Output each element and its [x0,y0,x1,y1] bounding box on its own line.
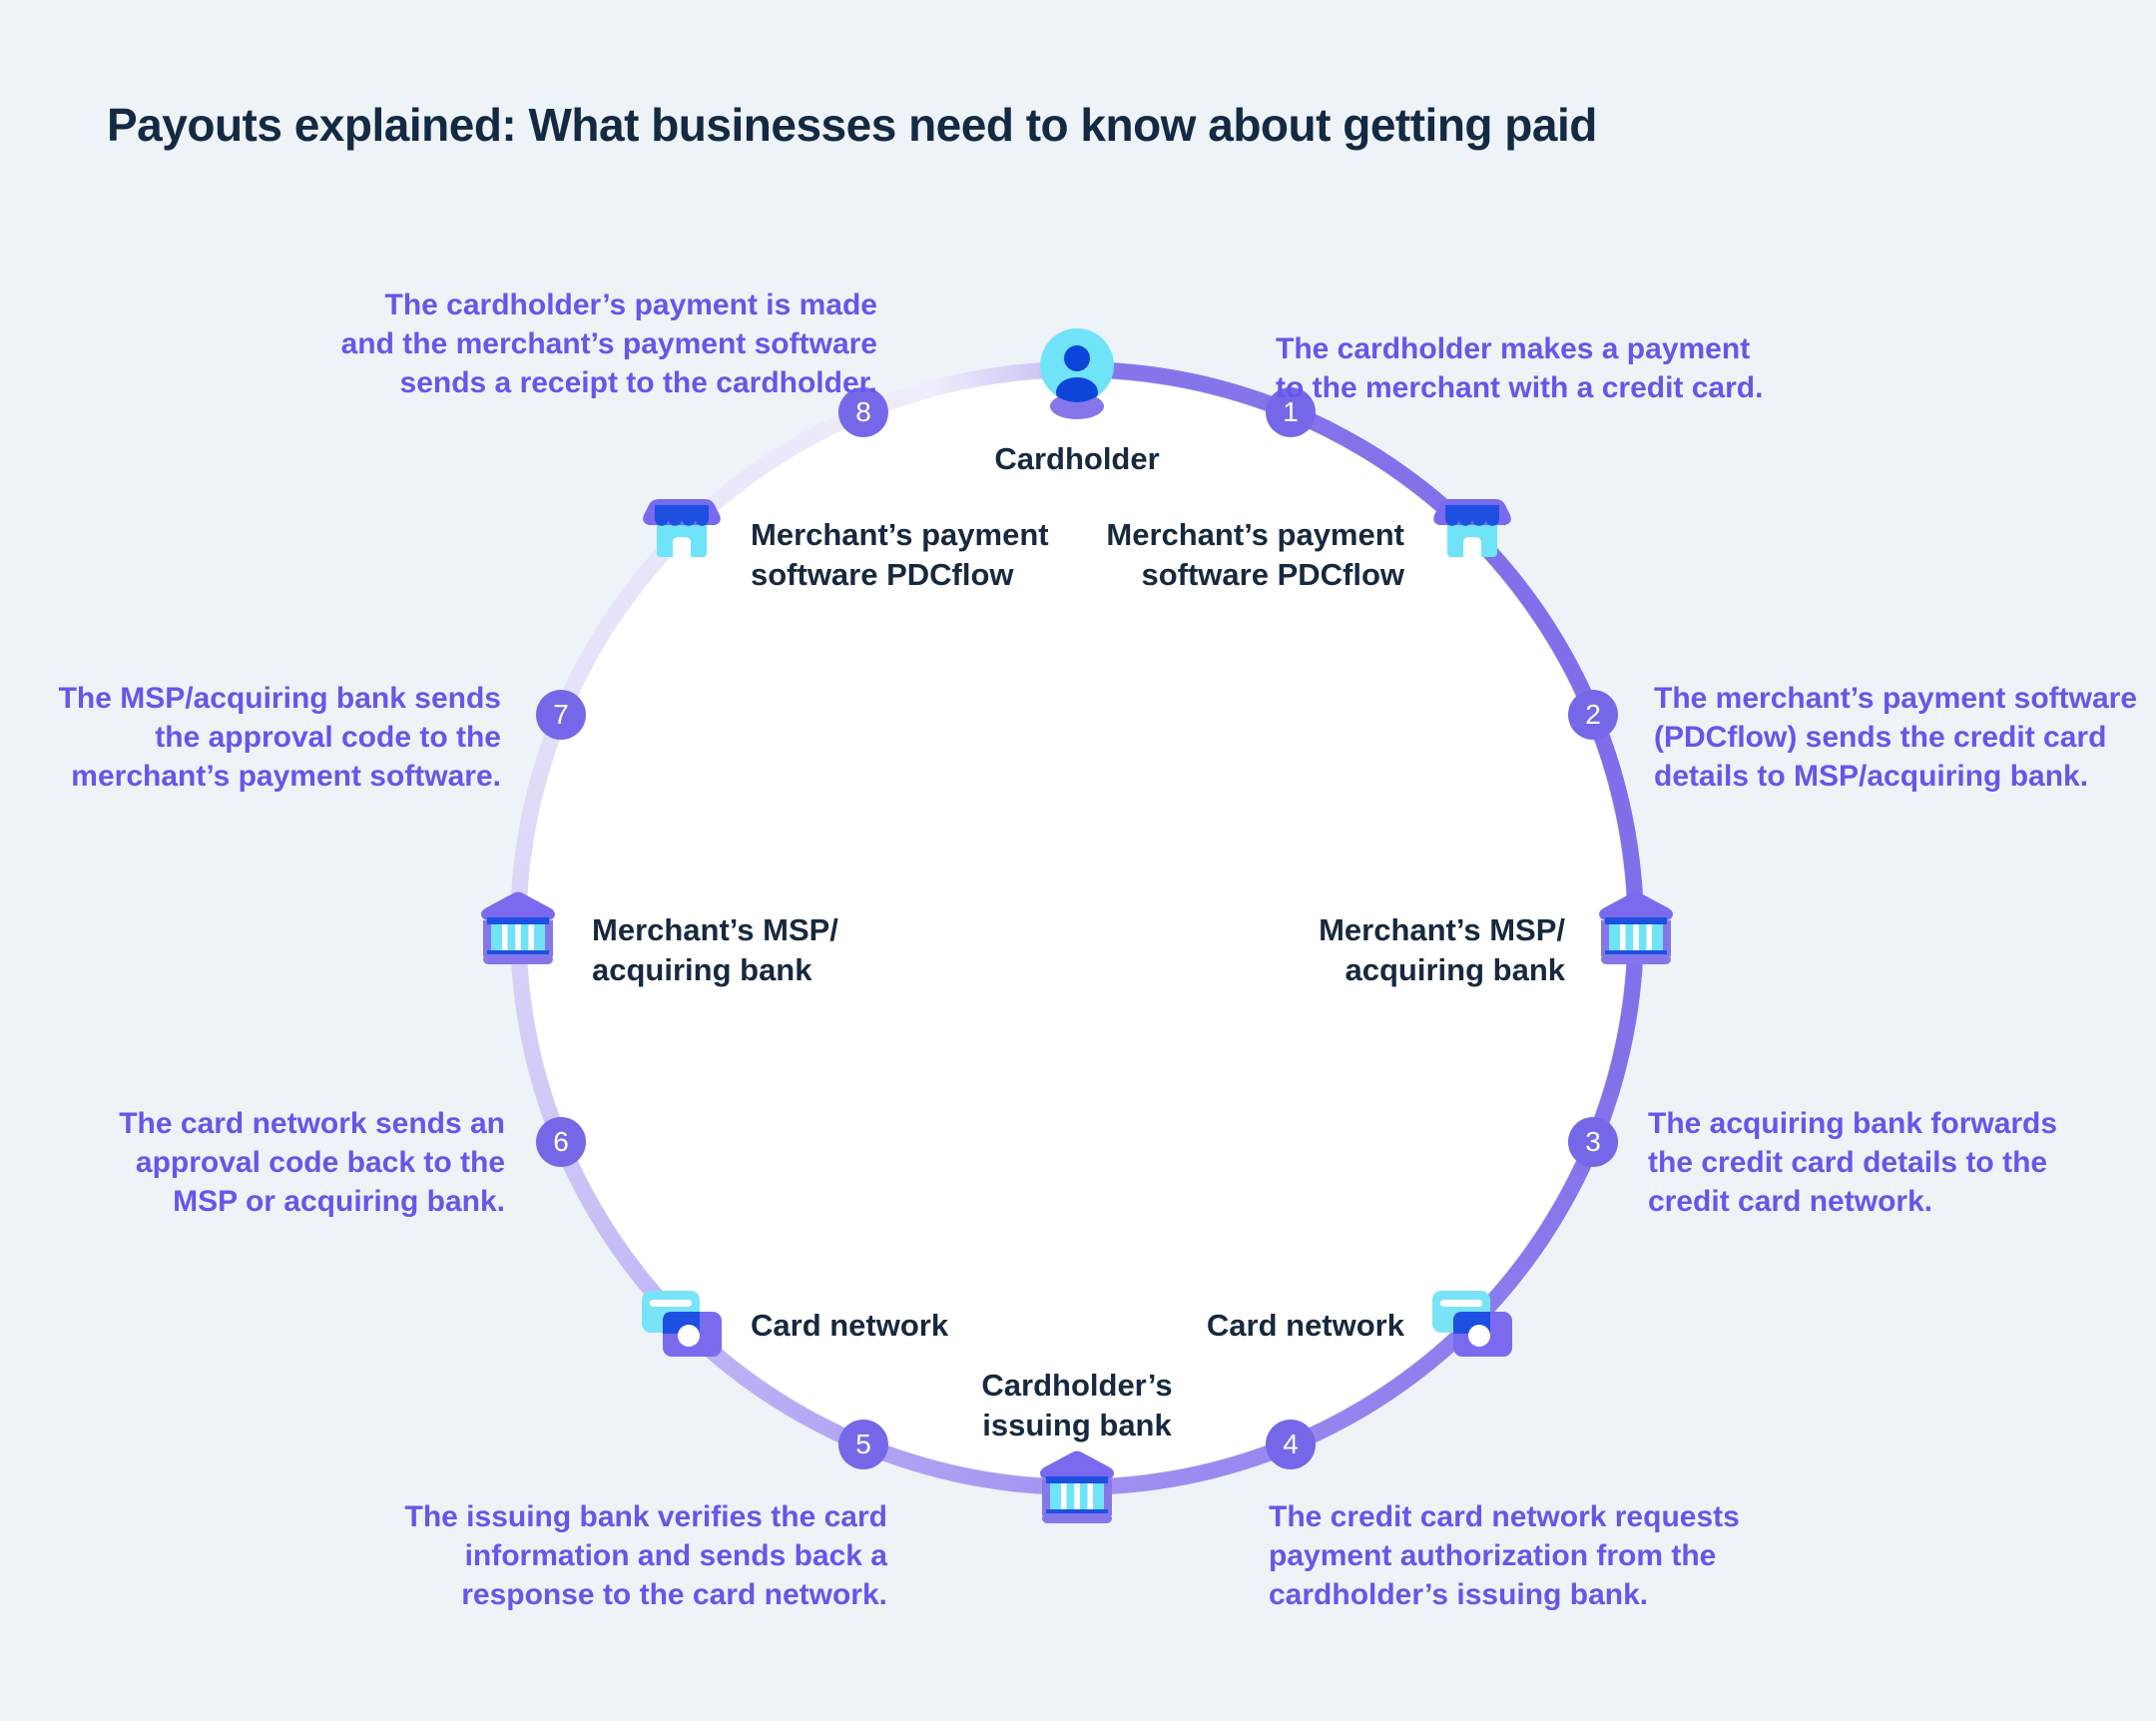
step-5-description: The issuing bank verifies the card infor… [405,1497,888,1614]
merchant-software-left-line-2: software PDCflow [751,557,1014,592]
acquiring-bank-left-line-1: Merchant’s MSP/ [592,912,838,947]
merchant-software-left-line-1: Merchant’s payment [751,517,1049,552]
bank-building-icon [1596,890,1676,966]
step-2-line-3: details to MSP/acquiring bank. [1654,760,2089,793]
step-2-line-1: The merchant’s payment software [1654,682,2138,715]
step-3-line-2: the credit card details to the [1648,1146,2048,1179]
step-5-badge: 5 [838,1420,888,1469]
acquiring-bank-left-line-2: acquiring bank [592,952,812,987]
step-6-line-1: The card network sends an [119,1107,505,1140]
step-1-line-2: to the merchant with a credit card. [1276,371,1764,404]
step-6-description: The card network sends an approval code … [119,1104,505,1221]
bank-building-icon [1037,1449,1117,1525]
step-4-description: The credit card network requests payment… [1269,1497,1740,1614]
page-title: Payouts explained: What businesses need … [107,99,1597,151]
card-network-right-label: Card network [1206,1308,1404,1343]
step-8-line-1: The cardholder’s payment is made [384,288,878,321]
step-6-line-2: approval code back to the [135,1146,505,1179]
issuing-bank-label: Cardholder’s issuing bank [981,1366,1172,1445]
step-8-description: The cardholder’s payment is made and the… [341,286,877,402]
step-1-description: The cardholder makes a payment to the me… [1276,329,1763,407]
step-2-badge: 2 [1568,690,1618,740]
step-2-description: The merchant’s payment software (PDCflow… [1654,679,2137,796]
step-3-line-1: The acquiring bank forwards [1648,1107,2058,1140]
step-8-badge: 8 [838,387,888,437]
issuing-bank-line-2: issuing bank [982,1408,1172,1442]
merchant-software-left-label: Merchant’s payment software PDCflow [751,515,1049,595]
step-4-badge: 4 [1266,1420,1316,1469]
acquiring-bank-right-line-2: acquiring bank [1345,952,1565,987]
acquiring-bank-right-line-1: Merchant’s MSP/ [1319,912,1565,947]
step-5-line-2: information and sends back a [464,1539,887,1572]
acquiring-bank-right-label: Merchant’s MSP/ acquiring bank [1319,910,1565,990]
credit-cards-icon [640,1285,724,1363]
step-8-line-3: sends a receipt to the cardholder. [399,366,877,399]
acquiring-bank-left-label: Merchant’s MSP/ acquiring bank [592,910,838,990]
step-7-description: The MSP/acquiring bank sends the approva… [59,679,501,796]
step-7-line-1: The MSP/acquiring bank sends [58,682,501,715]
step-3-description: The acquiring bank forwards the credit c… [1648,1104,2057,1221]
step-4-line-3: cardholder’s issuing bank. [1269,1578,1649,1611]
step-6-badge: 6 [536,1117,586,1167]
cardholder-label: Cardholder [994,441,1160,476]
step-8-line-2: and the merchant’s payment software [340,327,877,360]
merchant-software-right-line-1: Merchant’s payment [1106,517,1404,552]
step-4-line-1: The credit card network requests [1269,1500,1740,1533]
step-7-line-2: the approval code to the [155,721,501,754]
merchant-software-right-label: Merchant’s payment software PDCflow [1106,515,1404,595]
card-network-left-label: Card network [751,1308,949,1343]
step-7-badge: 7 [536,690,586,740]
storefront-icon [642,496,722,570]
step-4-line-2: payment authorization from the [1269,1539,1717,1572]
merchant-software-right-line-2: software PDCflow [1141,557,1404,592]
step-3-line-3: credit card network. [1648,1185,1933,1218]
issuing-bank-line-1: Cardholder’s [981,1368,1173,1403]
step-6-line-3: MSP or acquiring bank. [173,1185,505,1218]
step-1-line-1: The cardholder makes a payment [1276,332,1751,365]
step-2-line-2: (PDCflow) sends the credit card [1654,721,2107,754]
bank-building-icon [478,890,558,966]
step-7-line-3: merchant’s payment software. [71,760,501,793]
step-1-badge: 1 [1266,387,1316,437]
person-avatar-icon [1035,325,1119,421]
step-5-line-3: response to the card network. [461,1578,887,1611]
step-3-badge: 3 [1568,1117,1618,1167]
storefront-icon [1432,496,1512,570]
step-5-line-1: The issuing bank verifies the card [404,1500,888,1533]
credit-cards-icon [1430,1285,1514,1363]
